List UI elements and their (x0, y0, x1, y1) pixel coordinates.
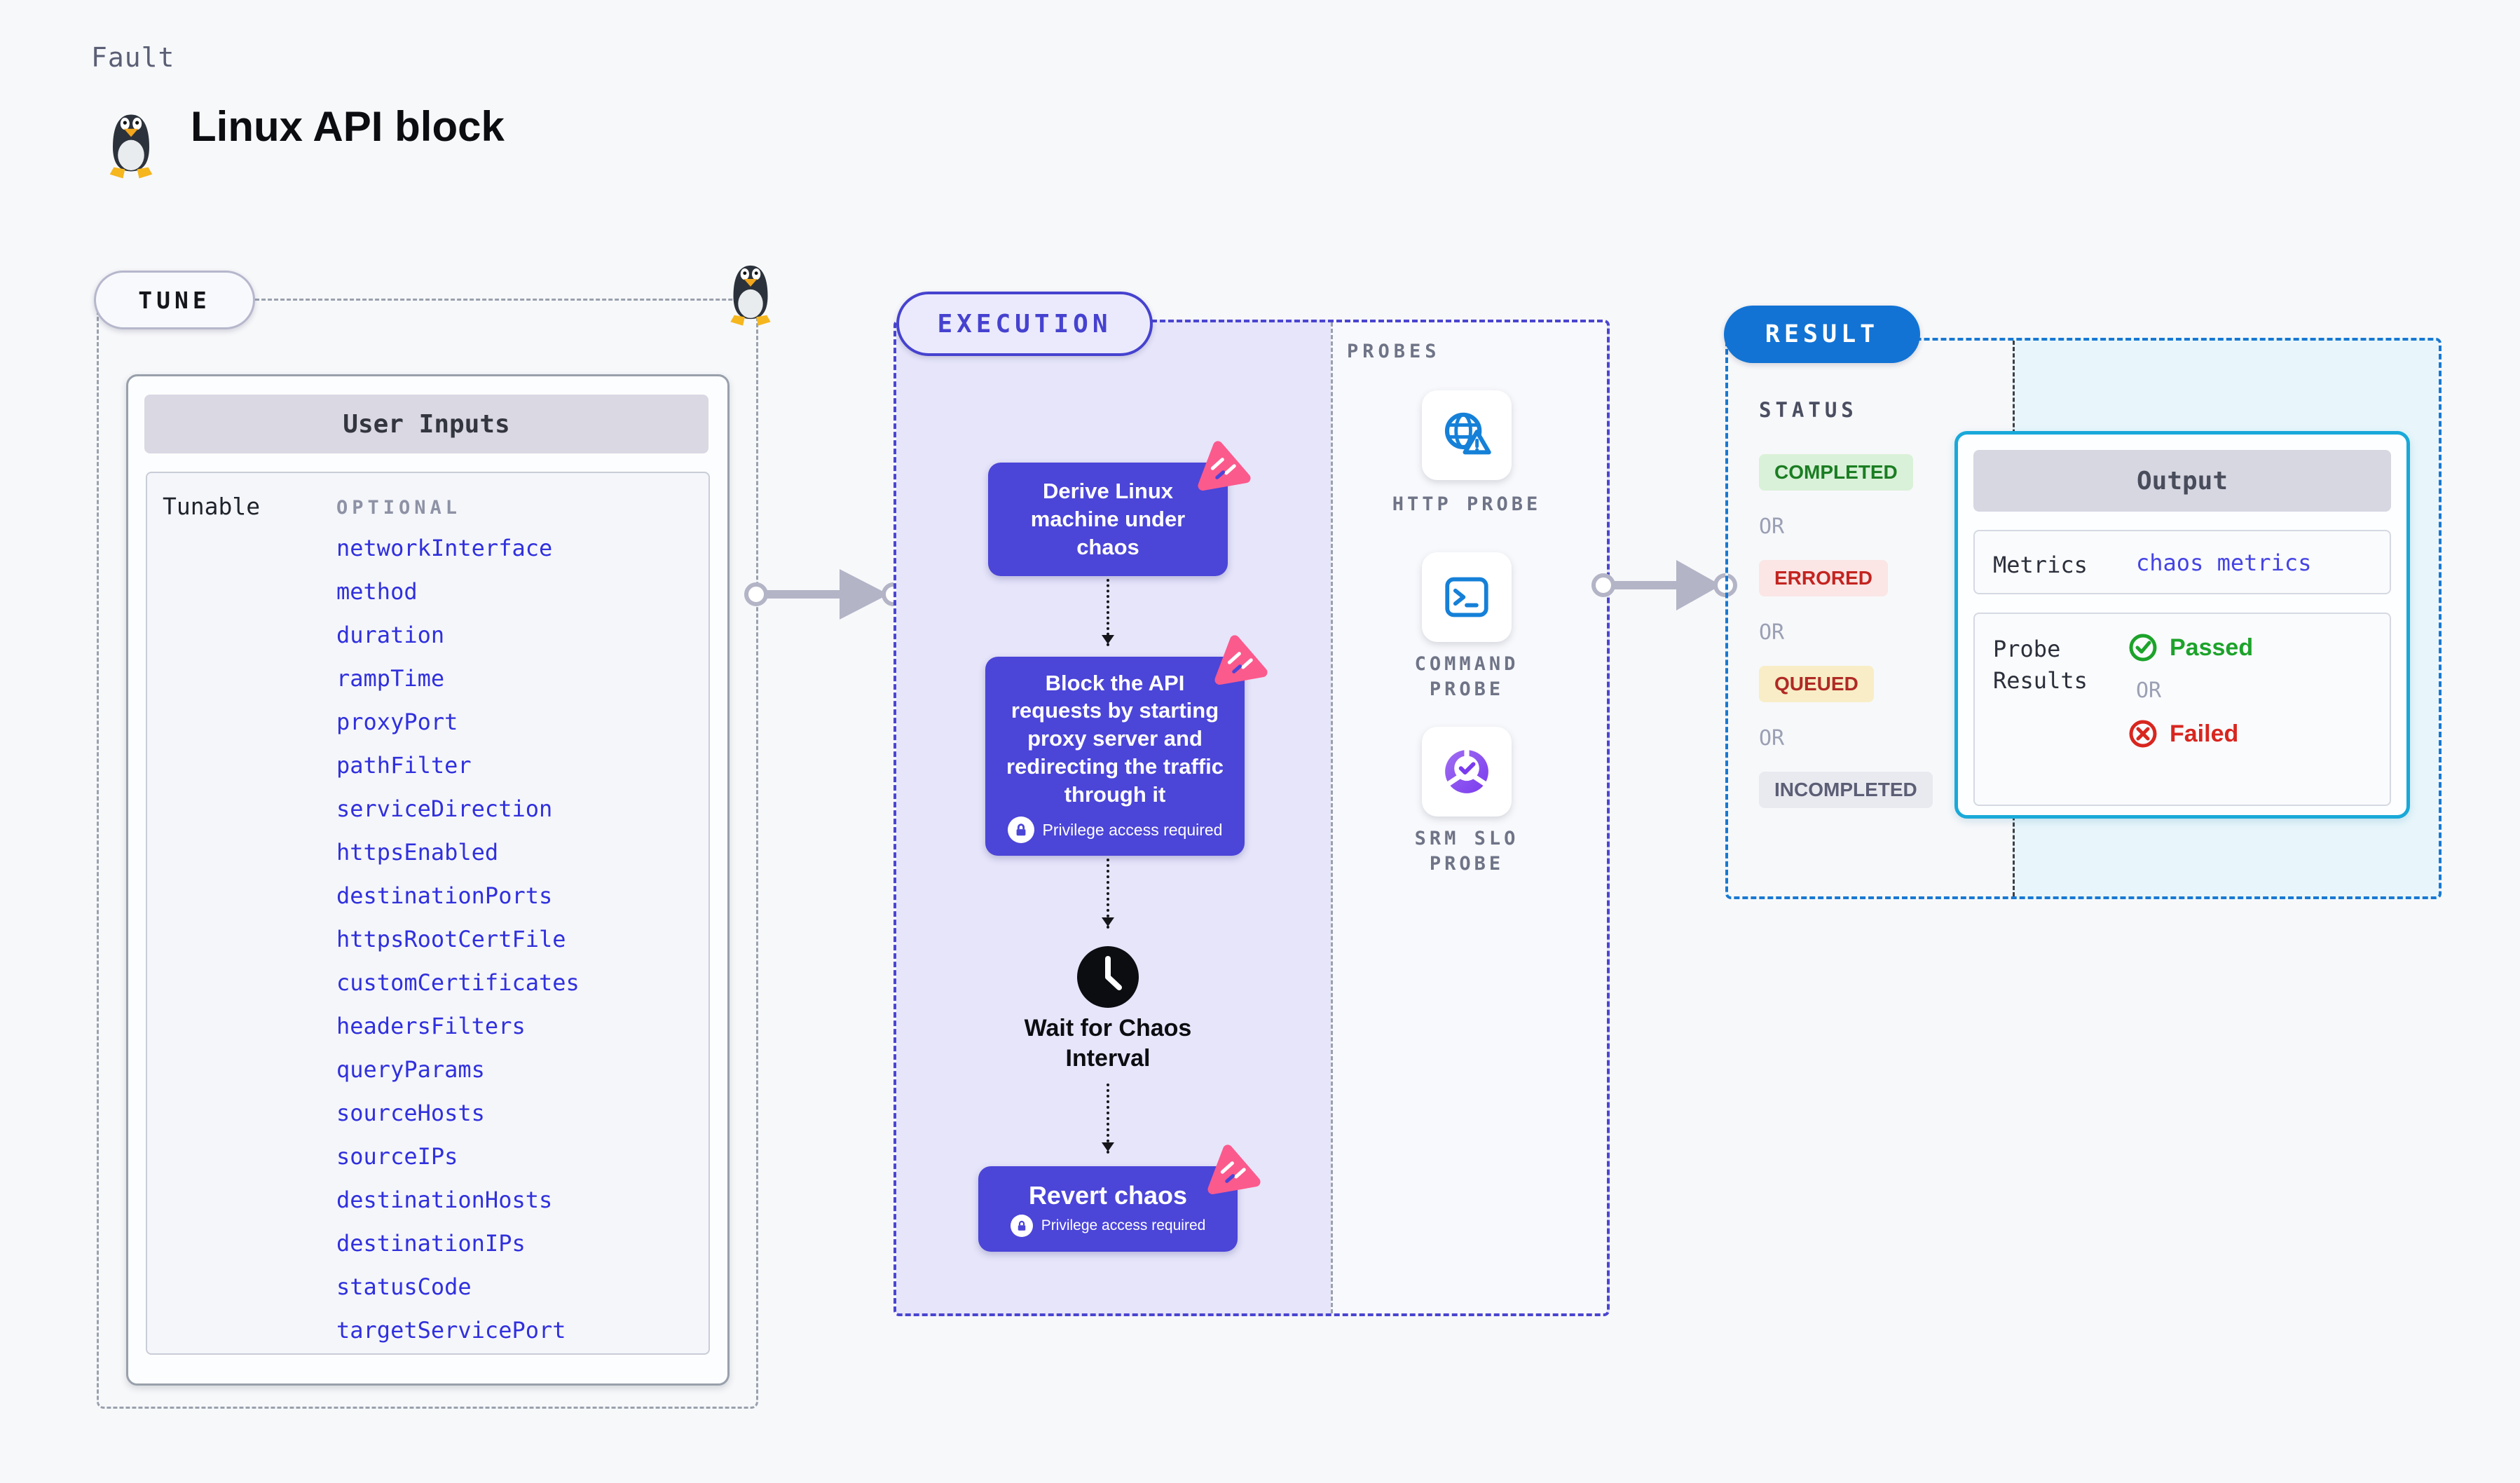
optional-column-label: OPTIONAL (336, 497, 462, 519)
srm-slo-probe-card (1422, 727, 1512, 816)
param-serviceDirection: serviceDirection (336, 795, 553, 822)
passed-text: Passed (2170, 634, 2254, 661)
param-destinationIPs: destinationIPs (336, 1230, 526, 1257)
or-label: OR (1759, 620, 1785, 645)
param-customCertificates: customCertificates (336, 969, 580, 996)
param-method: method (336, 578, 418, 605)
failed-result: Failed (2128, 718, 2253, 749)
param-destinationHosts: destinationHosts (336, 1187, 553, 1213)
check-circle-icon (2129, 634, 2157, 662)
page-title: Linux API block (191, 103, 505, 150)
tunable-params-panel: Tunable OPTIONAL networkInterface method d… (146, 472, 710, 1355)
passed-result: Passed (2128, 632, 2253, 663)
failed-text: Failed (2170, 720, 2239, 747)
probes-label: PROBES (1347, 341, 1441, 362)
user-inputs-title: User Inputs (144, 395, 708, 453)
param-sourceHosts: sourceHosts (336, 1100, 485, 1126)
status-label: STATUS (1759, 398, 1858, 422)
http-probe-label: HTTP PROBE (1392, 493, 1542, 515)
tune-section-box (97, 299, 758, 1409)
chaos-badge-icon (1207, 1144, 1261, 1195)
step-block-api: Block the API requests by starting proxy… (985, 635, 1268, 856)
lock-icon (1007, 816, 1034, 844)
param-httpsRootCertFile: httpsRootCertFile (336, 926, 566, 952)
param-duration: duration (336, 622, 445, 648)
or-label: OR (1759, 726, 1785, 751)
status-badge-incompleted: INCOMPLETED (1759, 772, 1933, 808)
privilege-text: Privilege access required (1042, 820, 1223, 839)
param-networkInterface: networkInterface (336, 535, 553, 561)
clock-icon (1076, 945, 1140, 1009)
step-derive-machine: Derive Linux machine under chaos (988, 441, 1251, 576)
http-probe-card (1422, 390, 1512, 480)
status-badge-errored: ERRORED (1759, 560, 1889, 596)
param-proxyPort: proxyPort (336, 709, 458, 735)
param-sourceIPs: sourceIPs (336, 1143, 458, 1170)
step-derive-text: Derive Linux machine under chaos (1030, 479, 1186, 559)
param-pathFilter: pathFilter (336, 752, 472, 779)
or-label: OR (1759, 514, 1785, 539)
command-probe-label: COMMAND PROBE (1414, 653, 1519, 701)
linux-penguin-icon (730, 265, 771, 326)
step-block-text: Block the API requests by starting proxy… (1006, 670, 1224, 807)
probe-results-row: Probe Results Passed OR (1973, 613, 2391, 806)
output-card: Output Metrics chaos metrics Probe Resul… (1954, 431, 2410, 819)
flow-arrow-1 (1102, 579, 1114, 646)
param-httpsEnabled: httpsEnabled (336, 839, 499, 866)
probes-divider (1331, 322, 1333, 1313)
probe-results-label: Probe Results (1993, 636, 2088, 694)
flow-arrow-2 (1102, 859, 1114, 929)
fault-label: Fault (91, 42, 175, 73)
flow-arrow-3 (1102, 1084, 1114, 1154)
probe-results-values: Passed OR Failed (2128, 632, 2253, 749)
status-badge-queued: QUEUED (1759, 666, 1874, 702)
step-revert-chaos: Revert chaos Privilege access required (978, 1144, 1261, 1252)
privilege-badge: Privilege access required (1007, 816, 1223, 844)
globe-alert-icon (1444, 412, 1491, 455)
param-list: networkInterface method duration rampTime pr… (336, 526, 580, 1352)
param-destinationPorts: destinationPorts (336, 882, 553, 909)
param-statusCode: statusCode (336, 1273, 472, 1300)
param-targetServicePort: targetServicePort (336, 1317, 566, 1344)
x-circle-icon (2129, 720, 2157, 748)
arrow-tune-to-execution (744, 569, 905, 620)
user-inputs-card: User Inputs Tunable OPTIONAL networkInte… (126, 374, 730, 1386)
metrics-label: Metrics (1993, 552, 2088, 578)
metrics-row: Metrics chaos metrics (1973, 530, 2391, 594)
tunable-row-label: Tunable (163, 493, 261, 520)
slo-check-icon (1445, 748, 1488, 793)
metrics-value: chaos metrics (2136, 549, 2312, 576)
result-pill: RESULT (1724, 306, 1920, 363)
or-label: OR (2136, 678, 2162, 703)
privilege-badge: Privilege access required (1010, 1215, 1206, 1237)
tune-pill: TUNE (94, 271, 255, 329)
arrow-execution-to-result (1591, 560, 1737, 610)
status-badge-completed: COMPLETED (1759, 454, 1913, 491)
param-queryParams: queryParams (336, 1056, 485, 1083)
execution-pill: EXECUTION (896, 292, 1153, 356)
linux-penguin-icon (109, 114, 153, 179)
execution-section-box: PROBES Derive Linux machine under chaos … (893, 320, 1610, 1316)
srm-slo-probe-label: SRM SLO PROBE (1414, 828, 1519, 875)
chaos-badge-icon (1198, 441, 1251, 491)
param-headersFilters: headersFilters (336, 1013, 526, 1039)
terminal-icon (1445, 577, 1488, 617)
step-wait-text: Wait for Chaos Interval (1024, 1015, 1192, 1072)
param-rampTime: rampTime (336, 665, 445, 692)
status-list: COMPLETED OR ERRORED OR QUEUED OR INCOMPLETED (1759, 454, 1933, 832)
lock-icon (1010, 1215, 1033, 1237)
output-title: Output (1973, 450, 2391, 512)
privilege-text: Privilege access required (1041, 1217, 1206, 1233)
result-section-box: STATUS COMPLETED OR ERRORED OR QUEUED OR INCOM… (1725, 338, 2442, 899)
chaos-badge-icon (1214, 635, 1268, 685)
step-revert-text: Revert chaos (1028, 1181, 1188, 1210)
command-probe-card (1422, 552, 1512, 642)
